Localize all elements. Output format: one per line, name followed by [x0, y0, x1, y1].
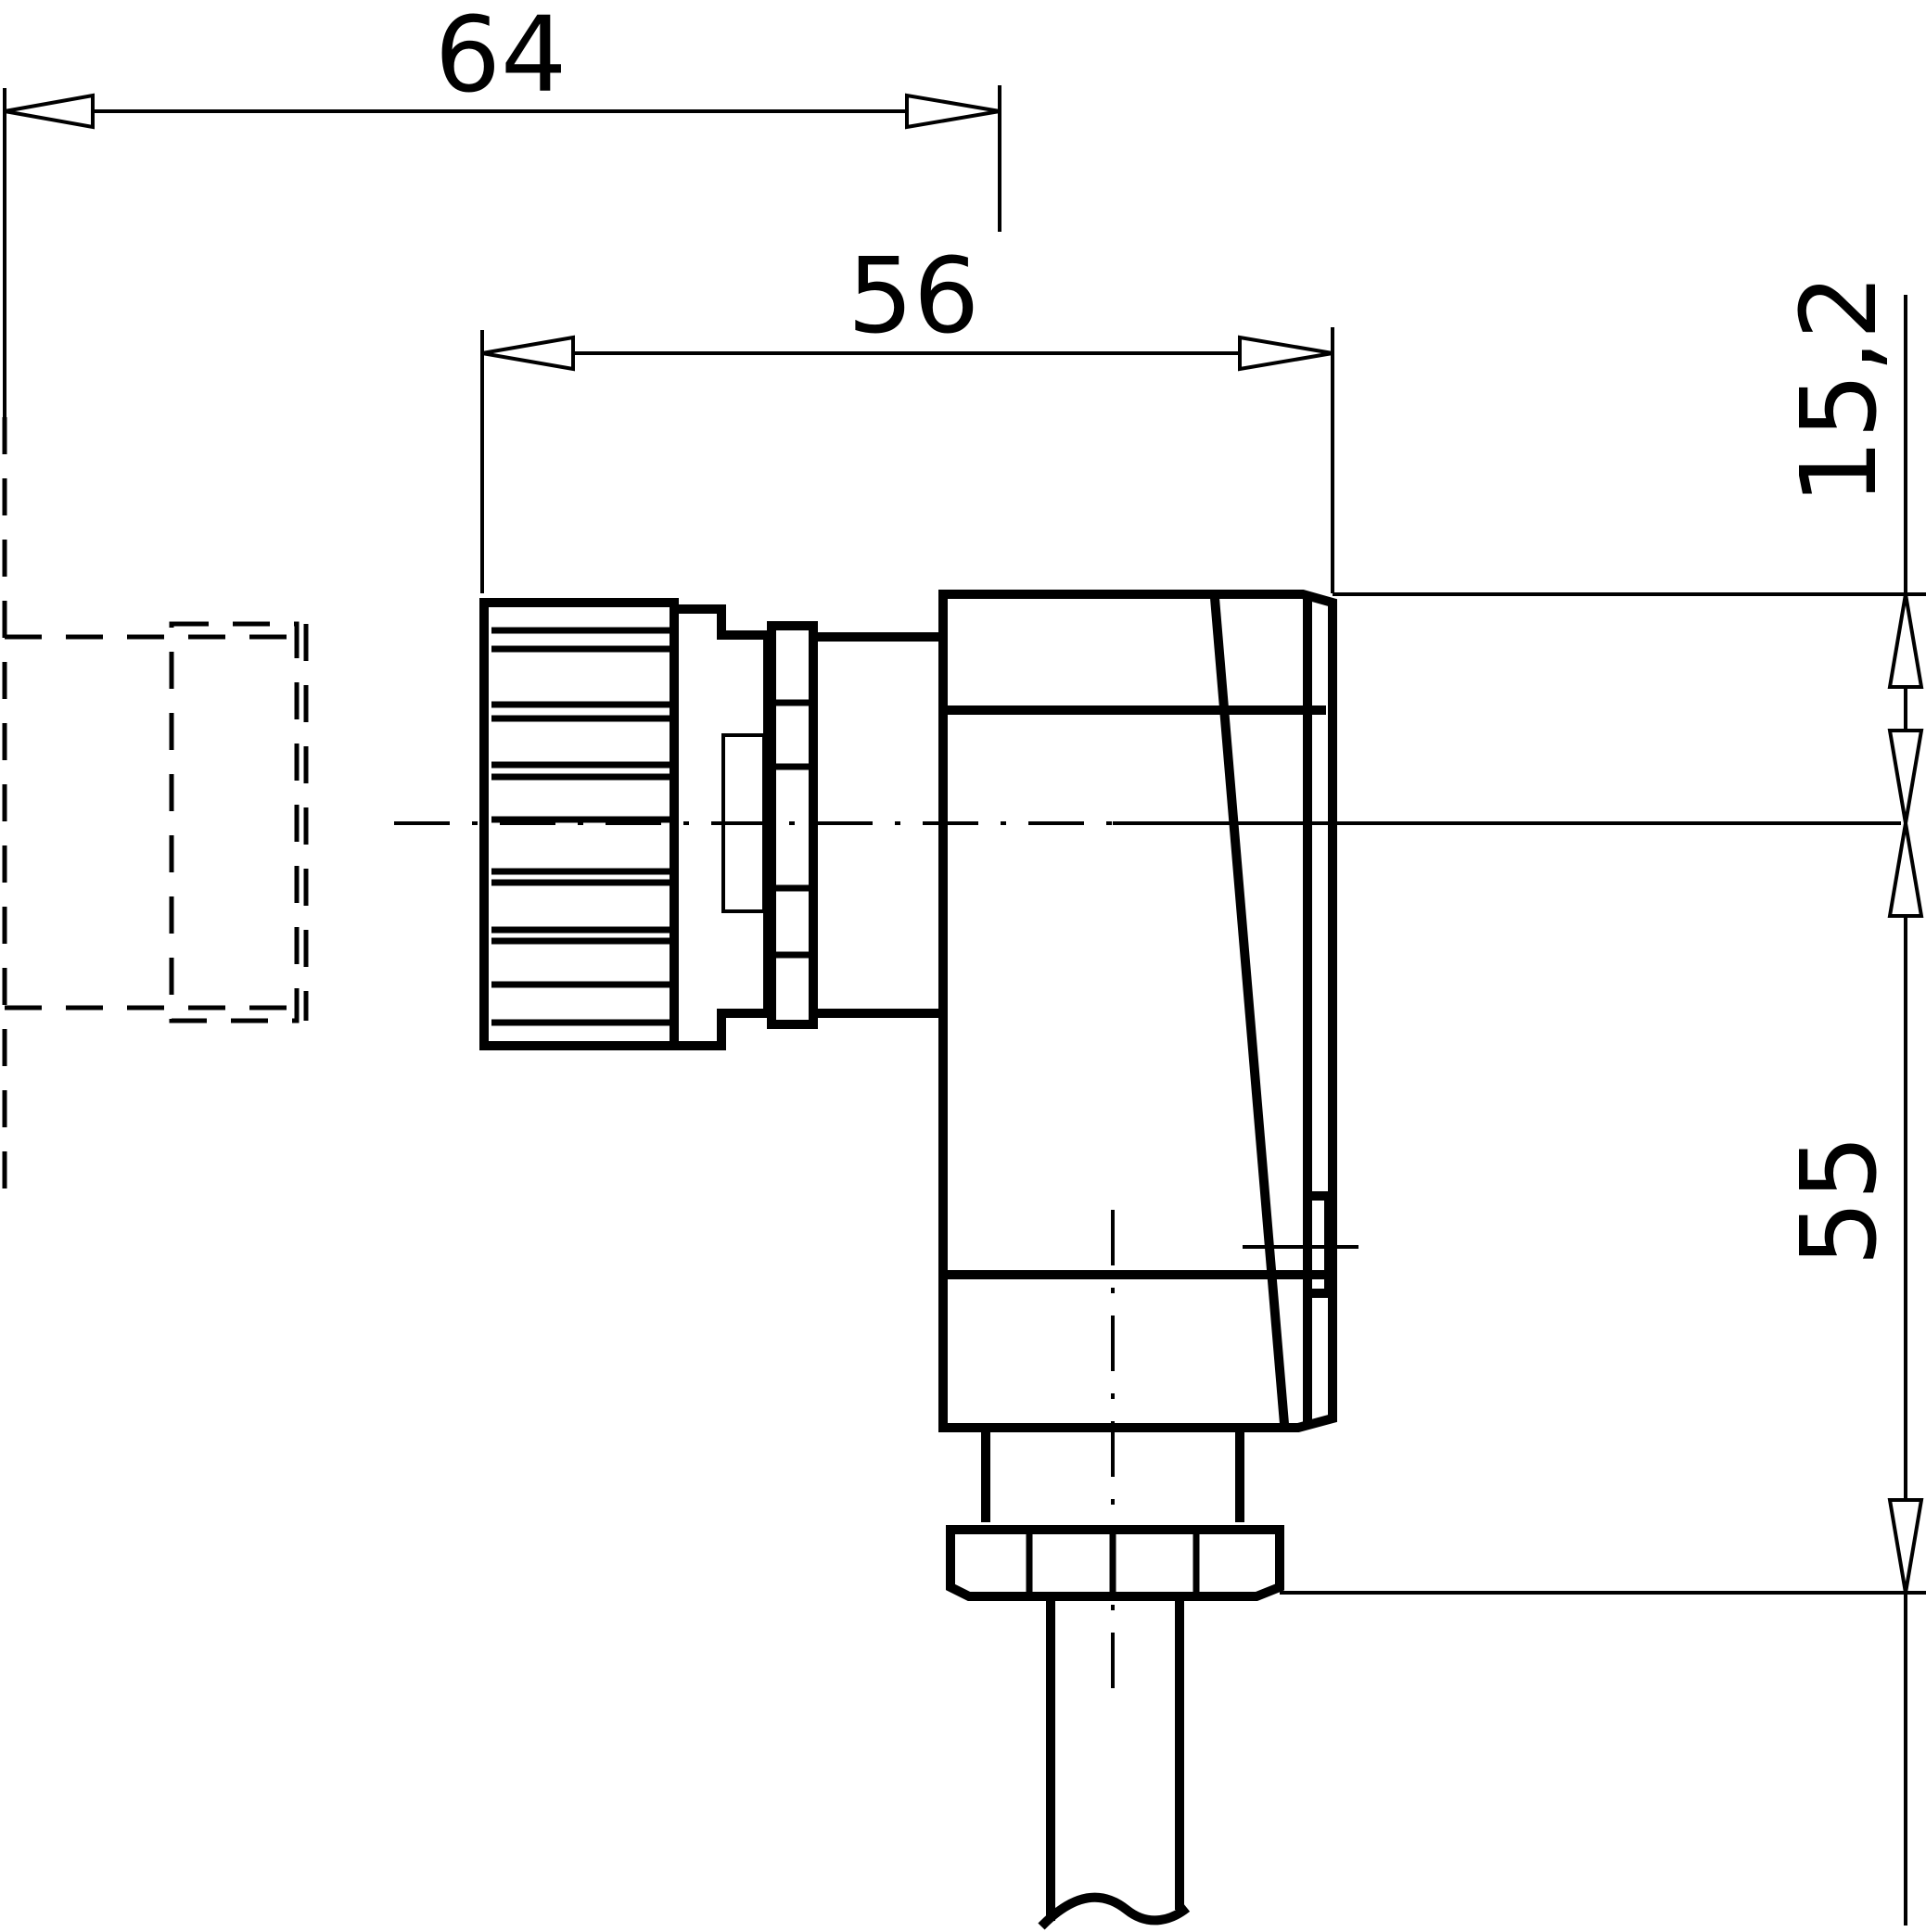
cable-break-line: [1038, 1892, 1191, 1930]
locking-ring: [767, 621, 943, 1029]
dimension-64: 64: [3, 0, 1001, 417]
dimension-label-56: 56: [848, 236, 980, 357]
housing-screw-recess: [1310, 1191, 1333, 1298]
dimension-label-64: 64: [435, 0, 568, 116]
arrow-left-56: [481, 335, 575, 372]
dimension-label-55: 55: [1779, 1135, 1900, 1267]
arrow-left-64: [4, 93, 95, 130]
mating-nut-outline: [169, 621, 300, 1023]
gland-nut: [946, 1525, 1284, 1601]
arrow-bottom-55: [1887, 1498, 1924, 1594]
housing-taper-line: [1210, 597, 1289, 1425]
nut-shoulder: [674, 604, 772, 1050]
mating-connector-outline: [2, 417, 309, 1196]
arrow-bottom-15-2: [1887, 729, 1924, 824]
nut-inner-ring: [721, 733, 766, 913]
dimension-vertical: 15,2 55: [1280, 273, 1926, 1926]
arrow-top-55: [1887, 822, 1924, 918]
housing-outline: [938, 590, 1337, 1432]
dimension-label-15-2: 15,2: [1779, 273, 1900, 504]
locking-ring-body: [767, 621, 818, 1029]
dimension-56: 56: [480, 236, 1334, 593]
cable: [1038, 1596, 1191, 1930]
coupling-nut: [479, 598, 772, 1050]
angled-housing: [938, 590, 1358, 1432]
knurl-lines: [491, 627, 670, 1026]
coupling-nut-body: [479, 598, 679, 1050]
arrow-top-15-2: [1887, 593, 1924, 689]
arrow-right-64: [905, 93, 1001, 130]
arrow-right-56: [1238, 335, 1333, 372]
cable-gland: [946, 1428, 1284, 1601]
